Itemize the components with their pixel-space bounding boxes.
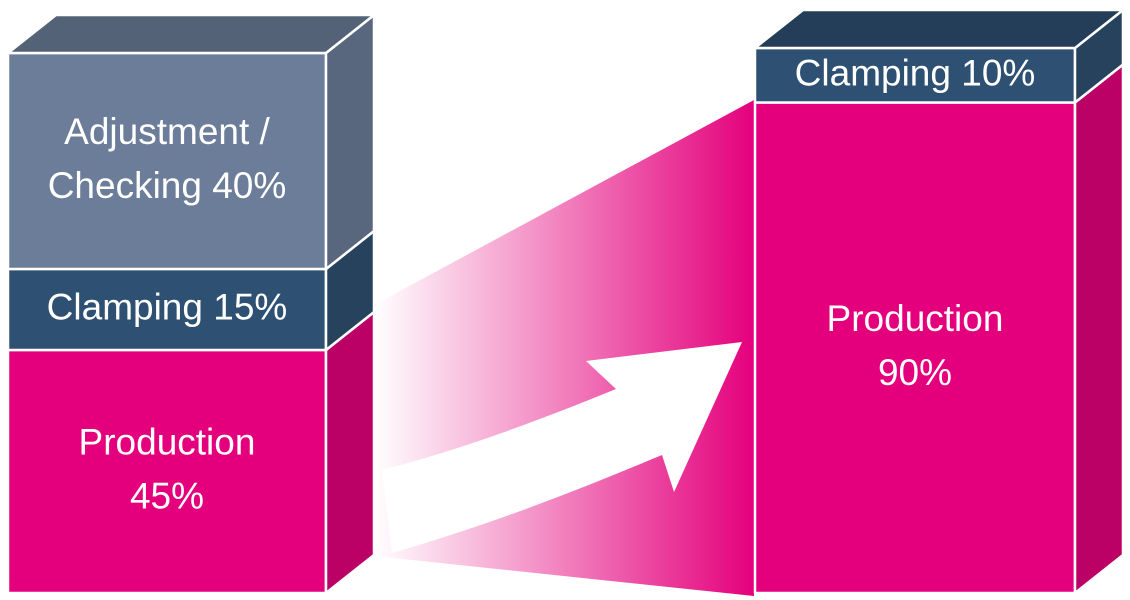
- label-line: Production: [79, 421, 256, 462]
- label-production-1: Production 45%: [79, 421, 256, 516]
- bar-adjustment-checking-1-top: [6, 13, 376, 55]
- label-adjustment-checking-1: Adjustment / Checking 40%: [48, 111, 287, 206]
- bar-adjustment-checking-1-side: [324, 13, 376, 271]
- labels-layer: Production 45% Clamping 15% Adjustment / Che…: [47, 52, 1036, 516]
- bars-layer: [6, 8, 1125, 595]
- stacked-column-1: [6, 13, 376, 595]
- label-line: Clamping 15%: [47, 286, 288, 327]
- bar-production-1-side: [324, 310, 376, 595]
- label-production-2: Production 90%: [827, 298, 1004, 393]
- label-line: 90%: [878, 352, 952, 393]
- bar-clamping-2-top: [753, 8, 1125, 50]
- label-line: 45%: [130, 475, 204, 516]
- bar-production-2-side: [1073, 63, 1125, 595]
- label-line: Checking 40%: [48, 165, 287, 206]
- label-clamping-2: Clamping 10%: [795, 52, 1036, 93]
- stacked-column-2: [753, 8, 1125, 595]
- bar-adjustment-checking-1-front: [6, 51, 328, 271]
- growth-arrow-icon: [382, 342, 742, 553]
- label-line: Clamping 10%: [795, 52, 1036, 93]
- label-line: Production: [827, 298, 1004, 339]
- bar-production-2-front: [753, 101, 1077, 595]
- bar-production-1-front: [6, 348, 328, 595]
- label-clamping-1: Clamping 15%: [47, 286, 288, 327]
- label-line: Adjustment /: [64, 111, 270, 152]
- transition-band: [374, 100, 754, 596]
